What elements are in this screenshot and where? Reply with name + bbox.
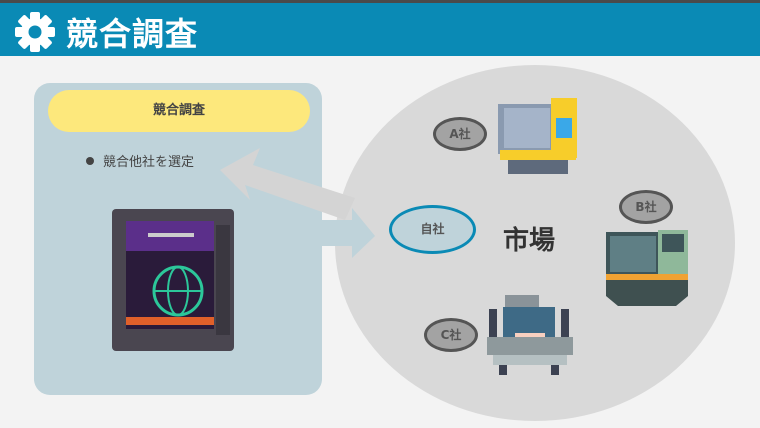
arrow-right-icon [322,208,375,258]
company-b-oval: B社 [619,190,673,224]
arrow-left-icon [220,148,355,220]
company-a-oval: A社 [433,117,487,151]
gear-icon [15,12,55,52]
header-bar: 競合調査 [0,3,760,56]
market-label: 市場 [503,226,556,256]
page-title: 競合調査 [66,15,199,53]
3d-printer-image [112,209,234,351]
own-company-oval: 自社 [389,205,476,254]
machine-b-image [606,230,688,306]
machine-a-image [498,98,577,174]
machine-c-image [487,295,573,375]
arrows [220,148,375,258]
company-c-oval: C社 [424,318,478,352]
top-border [0,0,760,3]
bullet-item: 競合他社を選定 [86,151,194,170]
panel-heading: 競合調査 [48,90,310,132]
